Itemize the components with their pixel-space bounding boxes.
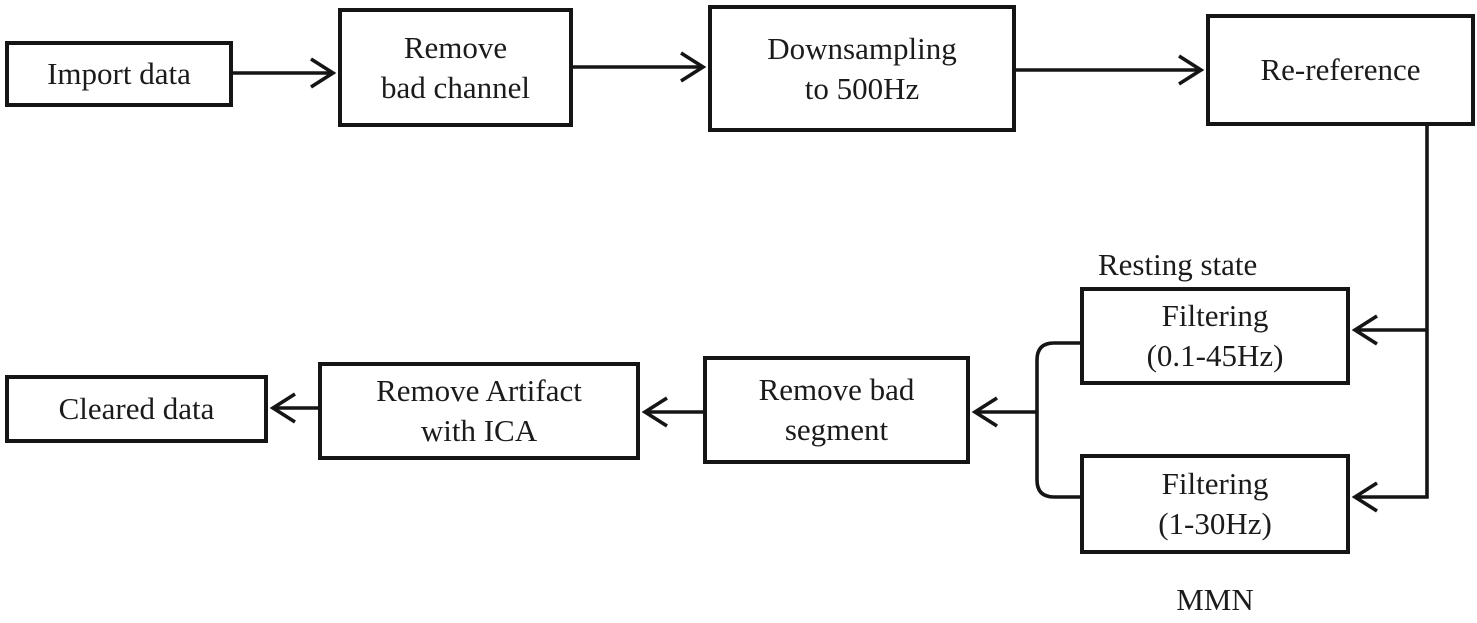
node-remove-bad-segment: Remove bad segment — [703, 356, 970, 464]
node-downsampling-500hz: Downsampling to 500Hz — [708, 5, 1016, 132]
node-filtering-resting-state: Filtering (0.1-45Hz) — [1080, 287, 1350, 385]
node-remove-artifact-ica: Remove Artifact with ICA — [318, 362, 640, 460]
node-import-data: Import data — [5, 41, 233, 107]
node-remove-bad-channel: Remove bad channel — [338, 8, 573, 127]
node-cleared-data: Cleared data — [5, 375, 268, 443]
arrow-rereference-to-filtering-mmn — [1351, 126, 1429, 513]
branch-label-resting-state: Resting state — [1098, 247, 1258, 282]
branch-label-mmn: MMN — [1176, 582, 1254, 617]
node-filtering-mmn: Filtering (1-30Hz) — [1080, 454, 1350, 554]
bracket-filtering-merge — [1035, 341, 1080, 499]
node-re-reference: Re-reference — [1206, 14, 1475, 126]
